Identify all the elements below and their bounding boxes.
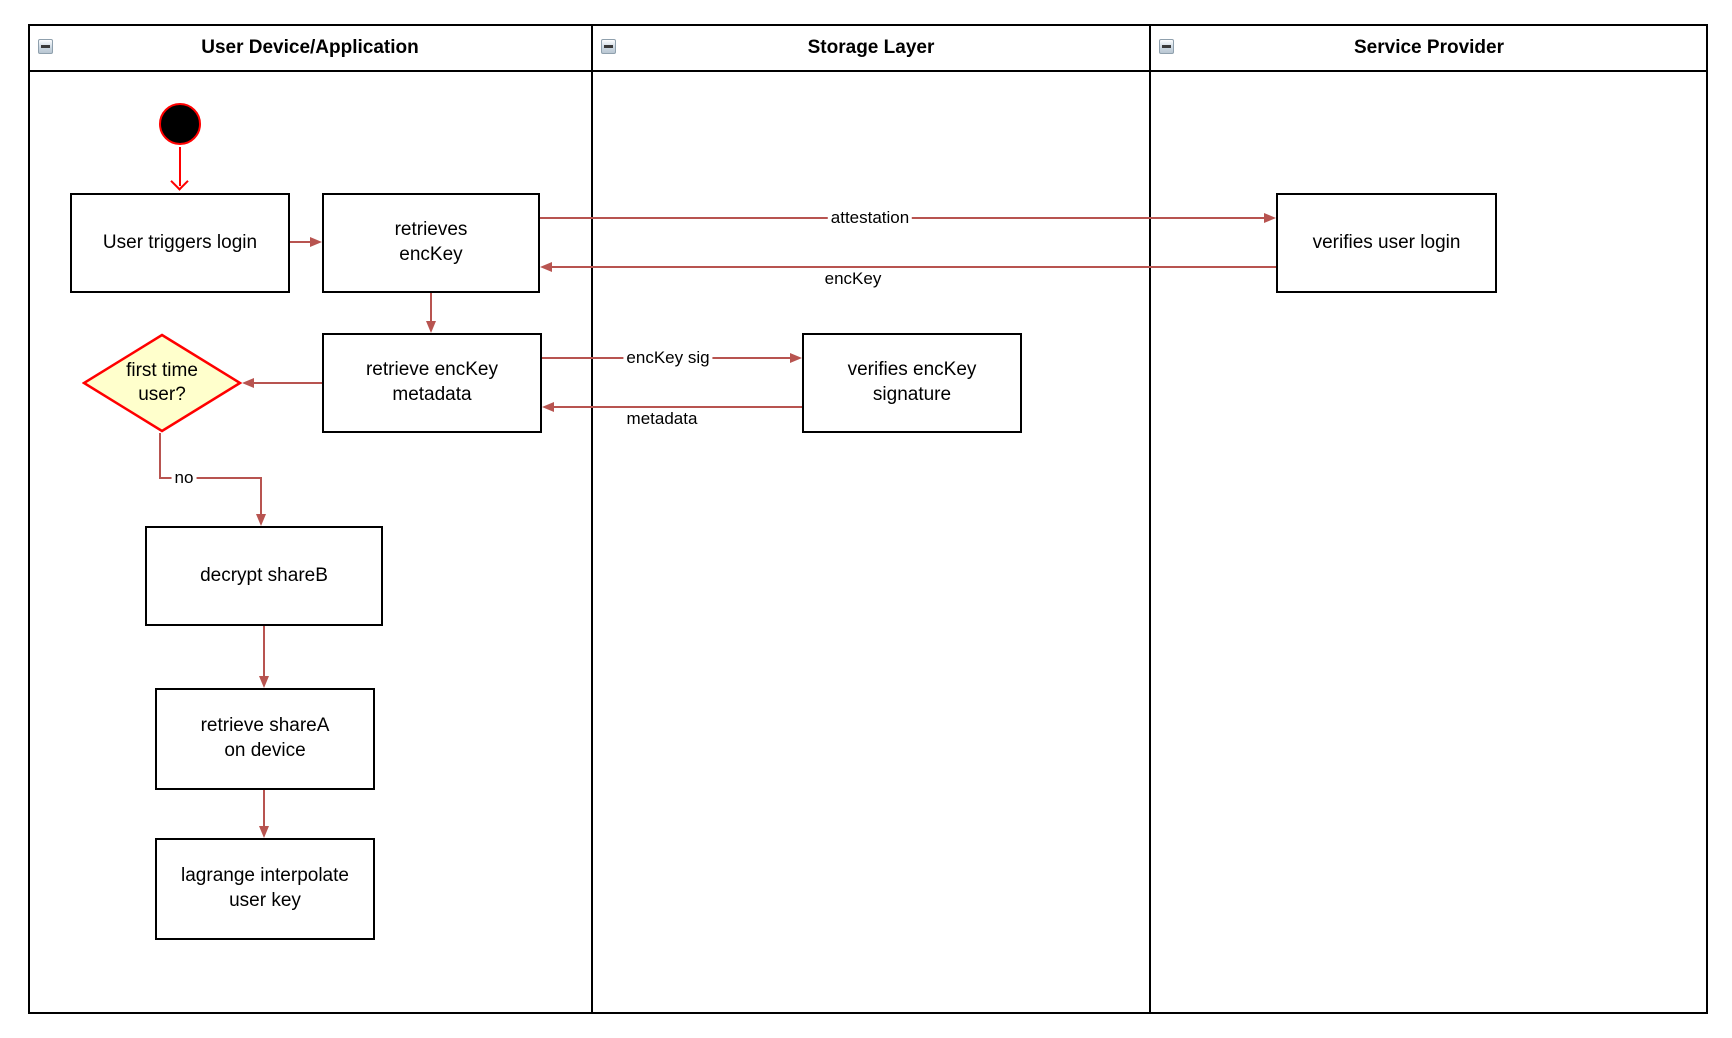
edge-enckey-return <box>552 266 1276 268</box>
collapse-minus-icon[interactable] <box>601 39 616 54</box>
lane-title-service-provider: Service Provider <box>1354 37 1504 58</box>
edge-login-to-retrieves <box>290 241 312 243</box>
edge-no-segment-2 <box>159 477 262 479</box>
collapse-minus-icon[interactable] <box>1159 39 1174 54</box>
arrowhead-down <box>259 676 269 688</box>
edge-label-attestation: attestation <box>827 208 913 228</box>
decision-first-time-user[interactable] <box>81 333 243 433</box>
edge-label-no: no <box>171 468 197 488</box>
node-retrieves-enckey[interactable]: retrieves encKey <box>322 193 540 293</box>
edge-retrieves-to-metadata <box>430 293 432 323</box>
node-retrieve-sharea[interactable]: retrieve shareA on device <box>155 688 375 790</box>
edge-sharea-to-lagrange <box>263 790 265 828</box>
edge-metadata-to-decision <box>252 382 322 384</box>
arrowhead-down <box>259 826 269 838</box>
node-decrypt-shareb[interactable]: decrypt shareB <box>145 526 383 626</box>
arrowhead-left <box>540 262 552 272</box>
start-node[interactable] <box>159 103 201 145</box>
arrowhead-left <box>542 402 554 412</box>
lane-header-separator <box>28 70 1708 72</box>
edge-label-enckey: encKey <box>821 269 885 289</box>
edge-metadata-return <box>554 406 802 408</box>
collapse-minus-icon[interactable] <box>38 39 53 54</box>
node-verifies-enckey-signature[interactable]: verifies encKey signature <box>802 333 1022 433</box>
arrowhead-down <box>256 514 266 526</box>
arrowhead-down <box>426 321 436 333</box>
edge-decrypt-to-sharea <box>263 626 265 678</box>
edge-no-segment-1 <box>159 433 161 479</box>
node-verifies-user-login[interactable]: verifies user login <box>1276 193 1497 293</box>
edge-no-segment-3 <box>260 477 262 516</box>
lane-divider-1 <box>591 24 593 1014</box>
node-user-triggers-login[interactable]: User triggers login <box>70 193 290 293</box>
edge-label-metadata: metadata <box>623 409 701 429</box>
edge-start-to-login <box>179 147 181 186</box>
arrowhead-right <box>310 237 322 247</box>
arrowhead-right <box>790 353 802 363</box>
arrowhead-left <box>242 378 254 388</box>
lane-title-user-device: User Device/Application <box>201 37 419 58</box>
arrowhead-right <box>1264 213 1276 223</box>
edge-label-enckey-sig: encKey sig <box>623 348 713 368</box>
node-retrieve-enckey-metadata[interactable]: retrieve encKey metadata <box>322 333 542 433</box>
node-lagrange-interpolate[interactable]: lagrange interpolate user key <box>155 838 375 940</box>
lane-title-storage-layer: Storage Layer <box>807 37 935 58</box>
decision-label: first time user? <box>126 360 198 405</box>
lane-divider-2 <box>1149 24 1151 1014</box>
